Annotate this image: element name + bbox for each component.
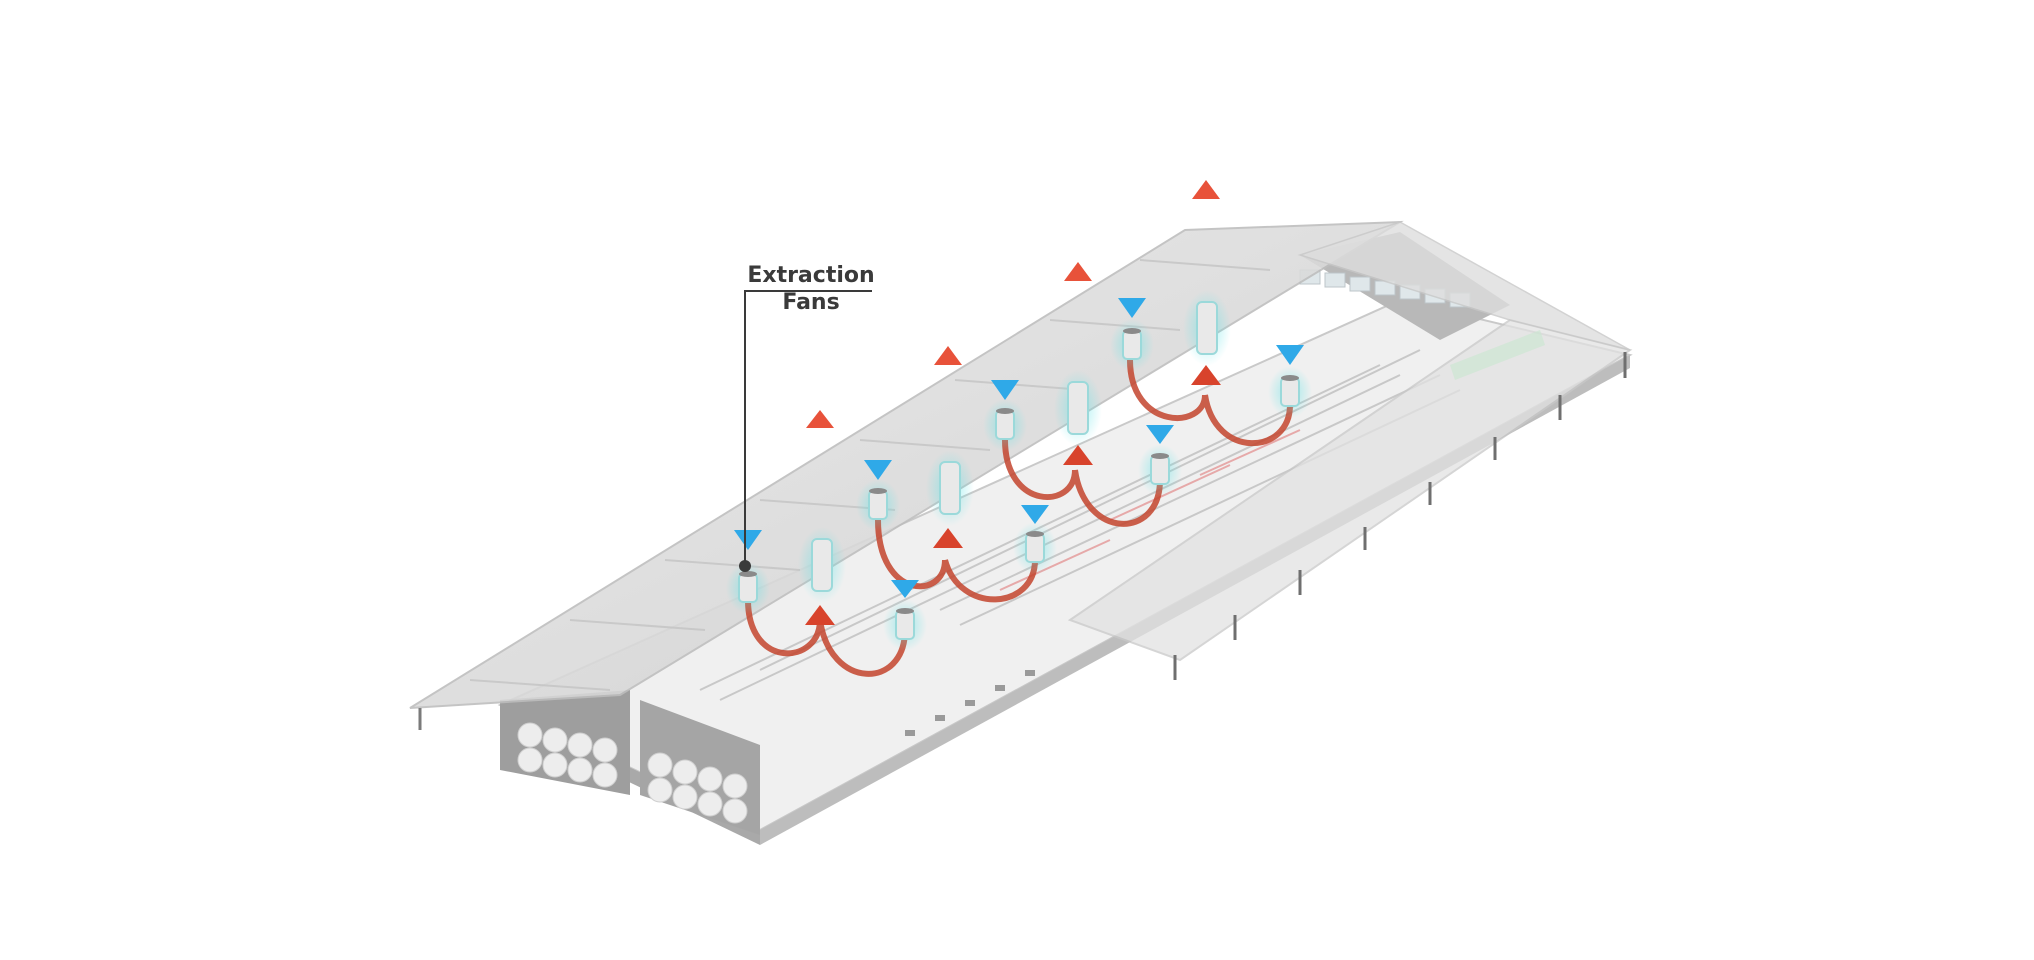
arrow-down-icon [734, 400, 762, 550]
arrow-down-icon [1021, 380, 1049, 524]
arrow-up-icon [933, 528, 963, 548]
extraction-fan-icon [856, 479, 900, 531]
wall-fan-grid-icon [517, 722, 618, 788]
callout-label-line2: Fans [782, 290, 839, 315]
intake-arrows [734, 175, 1304, 598]
extraction-fan-icon [726, 562, 770, 614]
extraction-fan-icon [983, 399, 1027, 451]
extraction-fan-icon [1138, 444, 1182, 496]
arrow-up-icon [1063, 445, 1093, 465]
wall-fan-grid-icon [647, 752, 748, 824]
callout-label-line1: Extraction [747, 263, 874, 288]
extraction-fan-icon [926, 450, 974, 526]
arrow-down-icon [864, 340, 892, 480]
extraction-fan-icon [1110, 319, 1154, 371]
extraction-fans-callout: Extraction Fans [739, 263, 875, 572]
arrow-down-icon [891, 470, 919, 598]
arrow-down-icon [991, 255, 1019, 400]
roof-right-upper [1297, 221, 1631, 351]
callout-pointer-dot [739, 560, 751, 572]
extraction-fan-icon [798, 527, 846, 603]
extraction-fan-icon [883, 599, 927, 651]
callout-leader-line [744, 290, 872, 565]
arrow-down-icon [1276, 195, 1304, 365]
arrow-down-icon [1118, 175, 1146, 318]
extraction-fan-icon [1268, 366, 1312, 418]
arrow-up-icon [1191, 365, 1221, 385]
extraction-fan-icon [1013, 522, 1057, 574]
roof-posts-right [1173, 352, 1627, 680]
extraction-fan-icon [1183, 290, 1231, 366]
extraction-fans [726, 290, 1312, 651]
extraction-fan-icon [1054, 370, 1102, 446]
arrow-up-icon [805, 605, 835, 625]
floor-marks [905, 670, 1035, 736]
roof-green-strip [1450, 330, 1545, 380]
arrow-down-icon [1146, 295, 1174, 444]
